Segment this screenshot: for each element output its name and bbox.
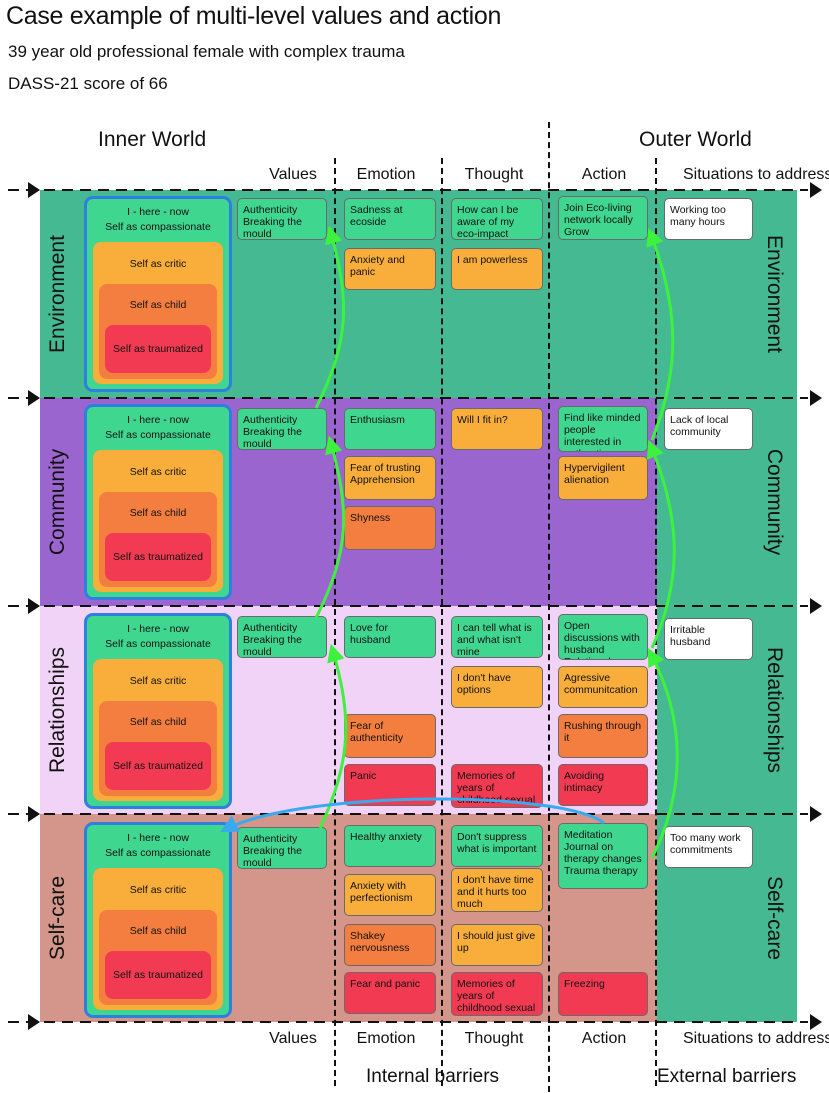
self-level-here-now: I - here - now — [127, 414, 189, 426]
external-barriers-label: External barriers — [657, 1066, 797, 1087]
col-footer-values: Values — [269, 1030, 317, 1047]
outer-world-label: Outer World — [639, 128, 752, 151]
self-level-traumatized: Self as traumatized — [113, 343, 203, 355]
emotion-box: Anxiety and panic — [344, 248, 436, 290]
action-box: Freezing — [558, 972, 648, 1016]
col-header-action: Action — [581, 166, 627, 183]
emotion-box: Shakey nervousness — [344, 924, 436, 966]
col-footer-emotion: Emotion — [356, 1030, 416, 1047]
thought-box: Don't suppress what is important — [451, 825, 543, 867]
col-header-thought: Thought — [464, 166, 524, 183]
value-authenticity: Authenticity — [243, 204, 298, 216]
value-authenticity: Authenticity — [243, 833, 298, 845]
self-level-critic: Self as critic — [129, 675, 187, 687]
self-level-traumatized: Self as traumatized — [113, 551, 203, 563]
thought-box: I am powerless — [451, 248, 543, 290]
inner-world-label: Inner World — [98, 128, 207, 151]
action-box: Find like minded people interested in au… — [558, 406, 648, 452]
self-level-child: Self as child — [129, 507, 187, 519]
page-title: Case example of multi-level values and a… — [6, 2, 502, 30]
self-level-traumatized: Self as traumatized — [113, 760, 203, 772]
value-breaking-mould: Breaking the mould — [243, 216, 302, 240]
action-box: Join Eco-living network locally Grow veg… — [558, 196, 648, 240]
col-footer-thought: Thought — [464, 1030, 524, 1047]
action-box: Avoiding intimacy — [558, 764, 648, 806]
col-footer-action: Action — [581, 1030, 627, 1047]
thought-box: I don't have time and it hurts too much — [451, 868, 543, 912]
divider-emotion-thought — [441, 158, 443, 1086]
col-header-values: Values — [269, 166, 317, 183]
self-level-here-now: I - here - now — [127, 623, 189, 635]
self-level-compassionate: Self as compassionate — [105, 429, 211, 441]
values-link-arrows — [314, 225, 348, 829]
emotion-box: Healthy anxiety — [344, 825, 436, 867]
value-breaking-mould: Breaking the mould — [243, 634, 302, 658]
thought-box: Memories of years of childhood sexual ab… — [451, 972, 543, 1016]
self-level-child: Self as child — [129, 716, 187, 728]
situation-box-selfcare: Too many work commitments — [664, 826, 753, 868]
self-level-critic: Self as critic — [129, 884, 187, 896]
action-box: Rushing through it — [558, 714, 648, 758]
thought-box: Will I fit in? — [451, 408, 543, 450]
self-level-traumatized: Self as traumatized — [113, 969, 203, 981]
self-level-child: Self as child — [129, 925, 187, 937]
thought-box: I should just give up — [451, 924, 543, 966]
self-level-here-now: I - here - now — [127, 206, 189, 218]
emotion-box: Sadness at ecoside — [344, 198, 436, 240]
selfcare-feedback-arrow — [220, 797, 605, 833]
thought-box: I don't have options — [451, 666, 543, 708]
self-level-here-now: I - here - now — [127, 832, 189, 844]
emotion-box: Shyness — [344, 506, 436, 550]
emotion-box: Enthusiasm — [344, 408, 436, 450]
value-breaking-mould: Breaking the mould — [243, 426, 302, 450]
divider-action-situations — [655, 158, 657, 1086]
action-link-arrows — [646, 227, 679, 859]
value-authenticity: Authenticity — [243, 414, 298, 426]
thought-box: I can tell what is and what isn't mine — [451, 616, 543, 658]
subtitle-score: DASS-21 score of 66 — [8, 74, 168, 93]
situation-box-community: Lack of local community — [664, 408, 753, 450]
emotion-box: Fear and panic — [344, 972, 436, 1014]
self-level-compassionate: Self as compassionate — [105, 638, 211, 650]
self-level-critic: Self as critic — [129, 258, 187, 270]
col-header-emotion: Emotion — [356, 166, 416, 183]
col-footer-situations: Situations to address — [683, 1030, 829, 1047]
action-box: Open discussions with husband Relational… — [558, 614, 648, 660]
value-authenticity: Authenticity — [243, 622, 298, 634]
divider-values-emotion — [334, 158, 336, 1086]
row-divider-line — [8, 189, 808, 1023]
self-level-child: Self as child — [129, 299, 187, 311]
self-level-critic: Self as critic — [129, 466, 187, 478]
thought-box: How can I be aware of my eco-impact — [451, 198, 543, 240]
self-level-compassionate: Self as compassionate — [105, 221, 211, 233]
situation-box-relationships: Irritable husband — [664, 618, 753, 660]
emotion-box: Fear of trusting Apprehension — [344, 456, 436, 500]
action-box: Hypervigilent alienation — [558, 456, 648, 500]
self-level-compassionate: Self as compassionate — [105, 847, 211, 859]
action-box: Agressive communitcation — [558, 666, 648, 708]
emotion-box: Anxiety with perfectionism — [344, 874, 436, 916]
action-box: Meditation Journal on therapy changes Tr… — [558, 823, 648, 889]
emotion-box: Fear of authenticity — [344, 714, 436, 758]
row-divider-arrows — [8, 182, 822, 1030]
subtitle-patient: 39 year old professional female with com… — [8, 42, 405, 61]
internal-barriers-label: Internal barriers — [366, 1066, 500, 1087]
situation-box-environment: Working too many hours — [664, 198, 753, 240]
row-divider-arrowhead — [28, 182, 822, 1030]
value-breaking-mould: Breaking the mould — [243, 845, 302, 869]
emotion-box: Love for husband — [344, 616, 436, 658]
